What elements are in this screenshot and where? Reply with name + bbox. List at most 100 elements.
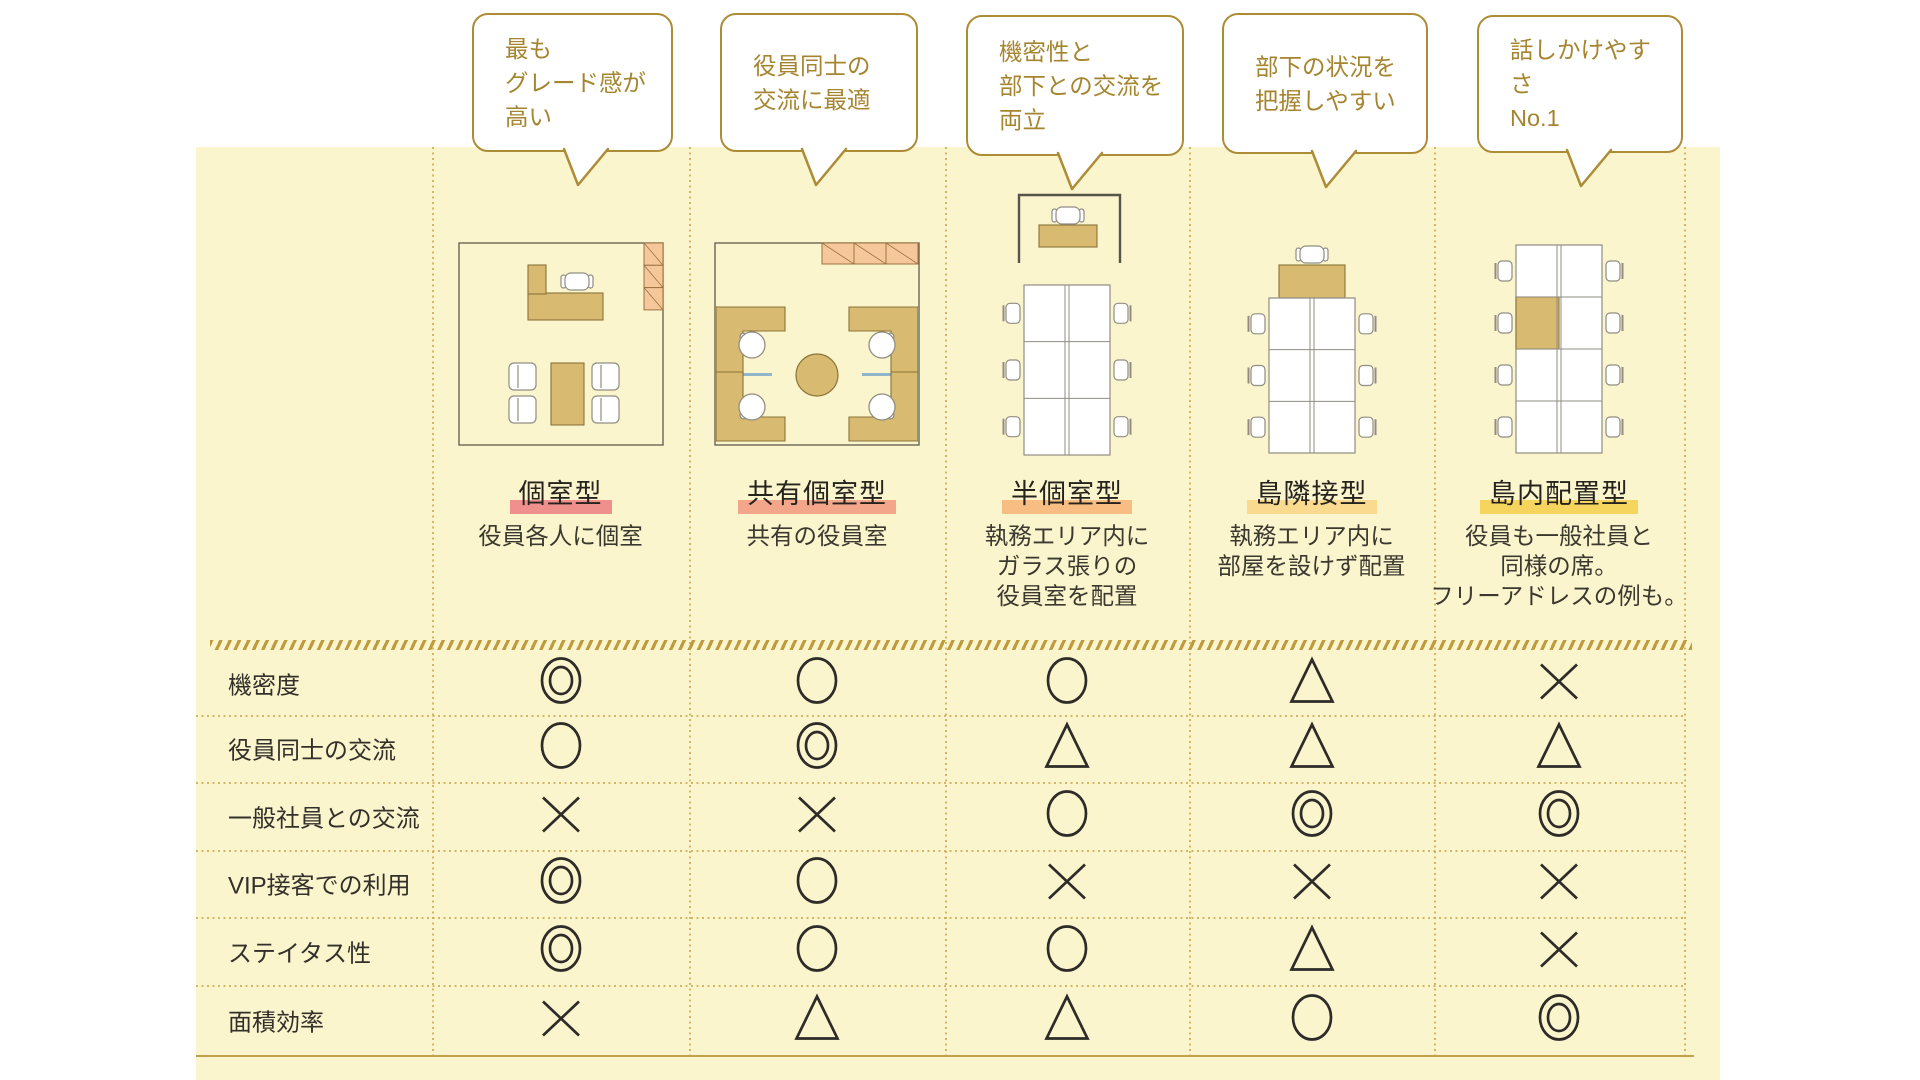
matrix-symbol-cross — [1535, 654, 1583, 713]
table-background — [196, 147, 1720, 1080]
speech-bubble-text: 最も — [505, 35, 552, 62]
matrix-symbol-circle — [1288, 991, 1336, 1050]
speech-bubble-text: 機密性と — [999, 38, 1093, 65]
matrix-symbol-triangle — [1043, 991, 1091, 1050]
column-description-line: 執務エリア内に — [1229, 523, 1394, 549]
matrix-symbol-triangle — [1288, 922, 1336, 981]
matrix-symbol-double-circle — [1288, 787, 1336, 846]
table-bottom-line — [196, 1055, 1694, 1057]
matrix-symbol-double-circle — [1535, 787, 1583, 846]
layout-diagram-private-office-plan — [457, 242, 664, 446]
column-description-line: 同様の席。 — [1500, 553, 1618, 579]
column-description-line: 役員も一般社員と — [1465, 523, 1653, 549]
row-label: 面積効率 — [228, 1009, 324, 1037]
matrix-symbol-cross — [537, 991, 585, 1050]
column-description: 共有の役員室 — [667, 521, 967, 551]
column-description-line: 役員各人に個室 — [478, 523, 643, 549]
row-separator-line — [196, 714, 1684, 717]
column-title-wrap: 島隣接型 — [1246, 472, 1377, 514]
matrix-symbol-triangle — [793, 991, 841, 1050]
column-description-line: 共有の役員室 — [746, 523, 888, 549]
column-description-line: 役員室を配置 — [996, 583, 1138, 609]
title-highlight-bar — [738, 500, 896, 514]
matrix-symbol-double-circle — [1535, 991, 1583, 1050]
column-description: 役員各人に個室 — [411, 521, 711, 551]
column-title-wrap: 島内配置型 — [1480, 472, 1638, 514]
matrix-symbol-circle — [793, 654, 841, 713]
column-title: 個室型 — [431, 472, 691, 514]
matrix-symbol-circle — [1043, 787, 1091, 846]
speech-bubble-tail — [1565, 148, 1613, 187]
column-description-line: 部屋を設けず配置 — [1217, 553, 1406, 579]
column-title-text: 半個室型 — [1011, 479, 1123, 509]
speech-bubble: 最もグレード感が高い — [472, 13, 673, 186]
matrix-symbol-double-circle — [537, 654, 585, 713]
row-separator-line — [196, 984, 1684, 987]
column-description: 役員も一般社員と同様の席。フリーアドレスの例も。 — [1409, 521, 1709, 611]
title-highlight-bar — [1480, 500, 1638, 514]
column-title: 島内配置型 — [1429, 472, 1689, 514]
layout-diagram-shared-private-office-plan — [714, 242, 920, 446]
column-description: 執務エリア内にガラス張りの役員室を配置 — [917, 521, 1217, 611]
matrix-symbol-double-circle — [793, 719, 841, 778]
column-description-line: フリーアドレスの例も。 — [1430, 583, 1688, 609]
speech-bubble-text: 両立 — [999, 106, 1046, 133]
matrix-symbol-circle — [1043, 654, 1091, 713]
column-title-wrap: 半個室型 — [1002, 472, 1132, 514]
column-title-wrap: 個室型 — [509, 472, 612, 514]
row-label: 機密度 — [228, 672, 300, 700]
speech-bubble: 機密性と部下との交流を両立 — [966, 15, 1184, 190]
speech-bubble-text: 話しかけやすさ — [1510, 37, 1651, 97]
column-title-text: 島隣接型 — [1255, 479, 1368, 509]
matrix-symbol-circle — [793, 922, 841, 981]
matrix-symbol-circle — [1043, 922, 1091, 981]
matrix-symbol-triangle — [1535, 719, 1583, 778]
layout-diagram-inside-island-plan — [1494, 244, 1624, 454]
column-separator-line — [1684, 147, 1686, 1057]
row-label: 一般社員との交流 — [228, 805, 420, 833]
row-label: 役員同士の交流 — [228, 737, 396, 765]
matrix-symbol-triangle — [1288, 719, 1336, 778]
speech-bubble-tail — [1056, 151, 1104, 190]
column-title-text: 島内配置型 — [1489, 479, 1629, 509]
column-title-text: 共有個室型 — [747, 479, 887, 509]
dashed-section-divider — [210, 640, 1692, 650]
column-separator-line — [1189, 147, 1191, 1057]
speech-bubble-text: 高い — [505, 103, 552, 130]
matrix-symbol-cross — [1288, 854, 1336, 913]
column-title: 島隣接型 — [1182, 472, 1442, 514]
row-separator-line — [196, 782, 1684, 784]
column-separator-line — [945, 147, 947, 1057]
row-label: VIP接客での利用 — [228, 872, 411, 900]
matrix-symbol-circle — [537, 719, 585, 778]
speech-bubble-text: 部下の状況を — [1255, 53, 1396, 80]
matrix-symbol-cross — [537, 787, 585, 846]
row-separator-line — [196, 917, 1684, 919]
matrix-symbol-triangle — [1043, 719, 1091, 778]
matrix-symbol-cross — [1043, 854, 1091, 913]
column-title: 半個室型 — [937, 472, 1197, 514]
column-title-wrap: 共有個室型 — [738, 472, 896, 514]
column-title-text: 個室型 — [518, 479, 603, 509]
speech-bubble: 役員同士の交流に最適 — [720, 13, 918, 186]
speech-bubble-text: No.1 — [1510, 105, 1560, 131]
matrix-symbol-cross — [793, 787, 841, 846]
column-separator-line — [689, 147, 691, 1057]
matrix-symbol-cross — [1535, 922, 1583, 981]
layout-diagram-island-adjacent-plan — [1247, 245, 1376, 454]
matrix-symbol-circle — [793, 854, 841, 913]
speech-bubble: 話しかけやすさ No.1 — [1477, 15, 1683, 187]
title-highlight-bar — [1246, 500, 1377, 514]
speech-bubble-text: 交流に最適 — [753, 86, 871, 113]
layout-diagram-semi-private-office-plan — [1002, 193, 1132, 456]
speech-bubble-tail — [1310, 149, 1358, 188]
column-separator-line — [432, 147, 434, 1057]
speech-bubble-tail — [800, 147, 848, 186]
title-highlight-bar — [509, 500, 612, 514]
title-highlight-bar — [1002, 500, 1132, 514]
column-separator-line — [1434, 147, 1436, 1057]
speech-bubble: 部下の状況を把握しやすい — [1222, 13, 1428, 188]
matrix-symbol-triangle — [1288, 654, 1336, 713]
column-description-line: ガラス張りの — [996, 553, 1138, 579]
